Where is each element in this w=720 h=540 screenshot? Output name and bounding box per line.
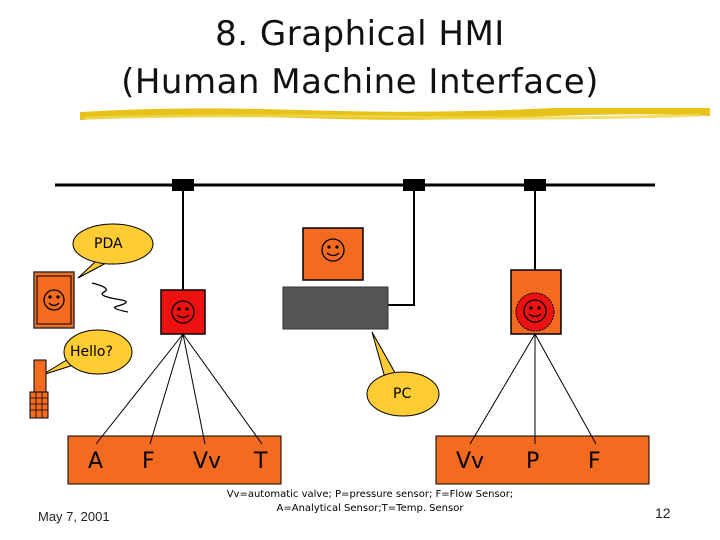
device-label-temp: T [254,449,268,474]
wireless-signal-icon [91,282,129,313]
device-label-analytical: A [88,449,104,474]
device-label-flow-right: F [588,449,601,474]
device-label-pressure: P [526,449,540,474]
pc-speech-bubble [366,331,440,417]
pda-smiley-icon [43,289,65,311]
pda-bubble-label: PDA [94,236,123,252]
bus-tap-3 [524,179,546,191]
title-underline [80,108,710,120]
footer-page-number: 12 [655,505,671,521]
pc-smiley-icon [321,238,345,262]
bus-tap-2 [403,179,425,191]
controller-left [160,289,206,335]
device-label-valve-right: Vv [456,449,485,474]
fan-lines-right [469,333,597,445]
pc-bubble-label: PC [393,386,412,402]
field-bus-right [435,435,650,485]
drop-line-2 [388,191,415,306]
legend-caption: Vv=automatic valve; P=pressure sensor; F… [190,488,550,516]
device-label-valve-left: Vv [193,449,222,474]
pc-base [282,286,389,330]
bus-tap-1 [172,179,194,191]
controller-left-smiley-icon [171,300,195,324]
device-label-flow-left: F [142,449,155,474]
slide-title-line2: (Human Machine Interface) [121,62,599,102]
hello-speech-bubble [41,329,133,376]
pc-monitor [302,227,364,281]
fan-lines-left [95,333,263,445]
legend-caption-line1: Vv=automatic valve; P=pressure sensor; F… [226,489,514,500]
controller-right-smiley-icon [523,299,547,323]
phone-device [29,359,49,419]
slide-title-line1: 8. Graphical HMI [215,14,505,54]
legend-caption-line2: A=Analytical Sensor;T=Temp. Sensor [276,503,464,514]
field-bus-left [67,435,282,485]
pda-speech-bubble [72,223,154,279]
footer-date: May 7, 2001 [38,509,110,524]
hello-bubble-label: Hello? [70,344,113,360]
